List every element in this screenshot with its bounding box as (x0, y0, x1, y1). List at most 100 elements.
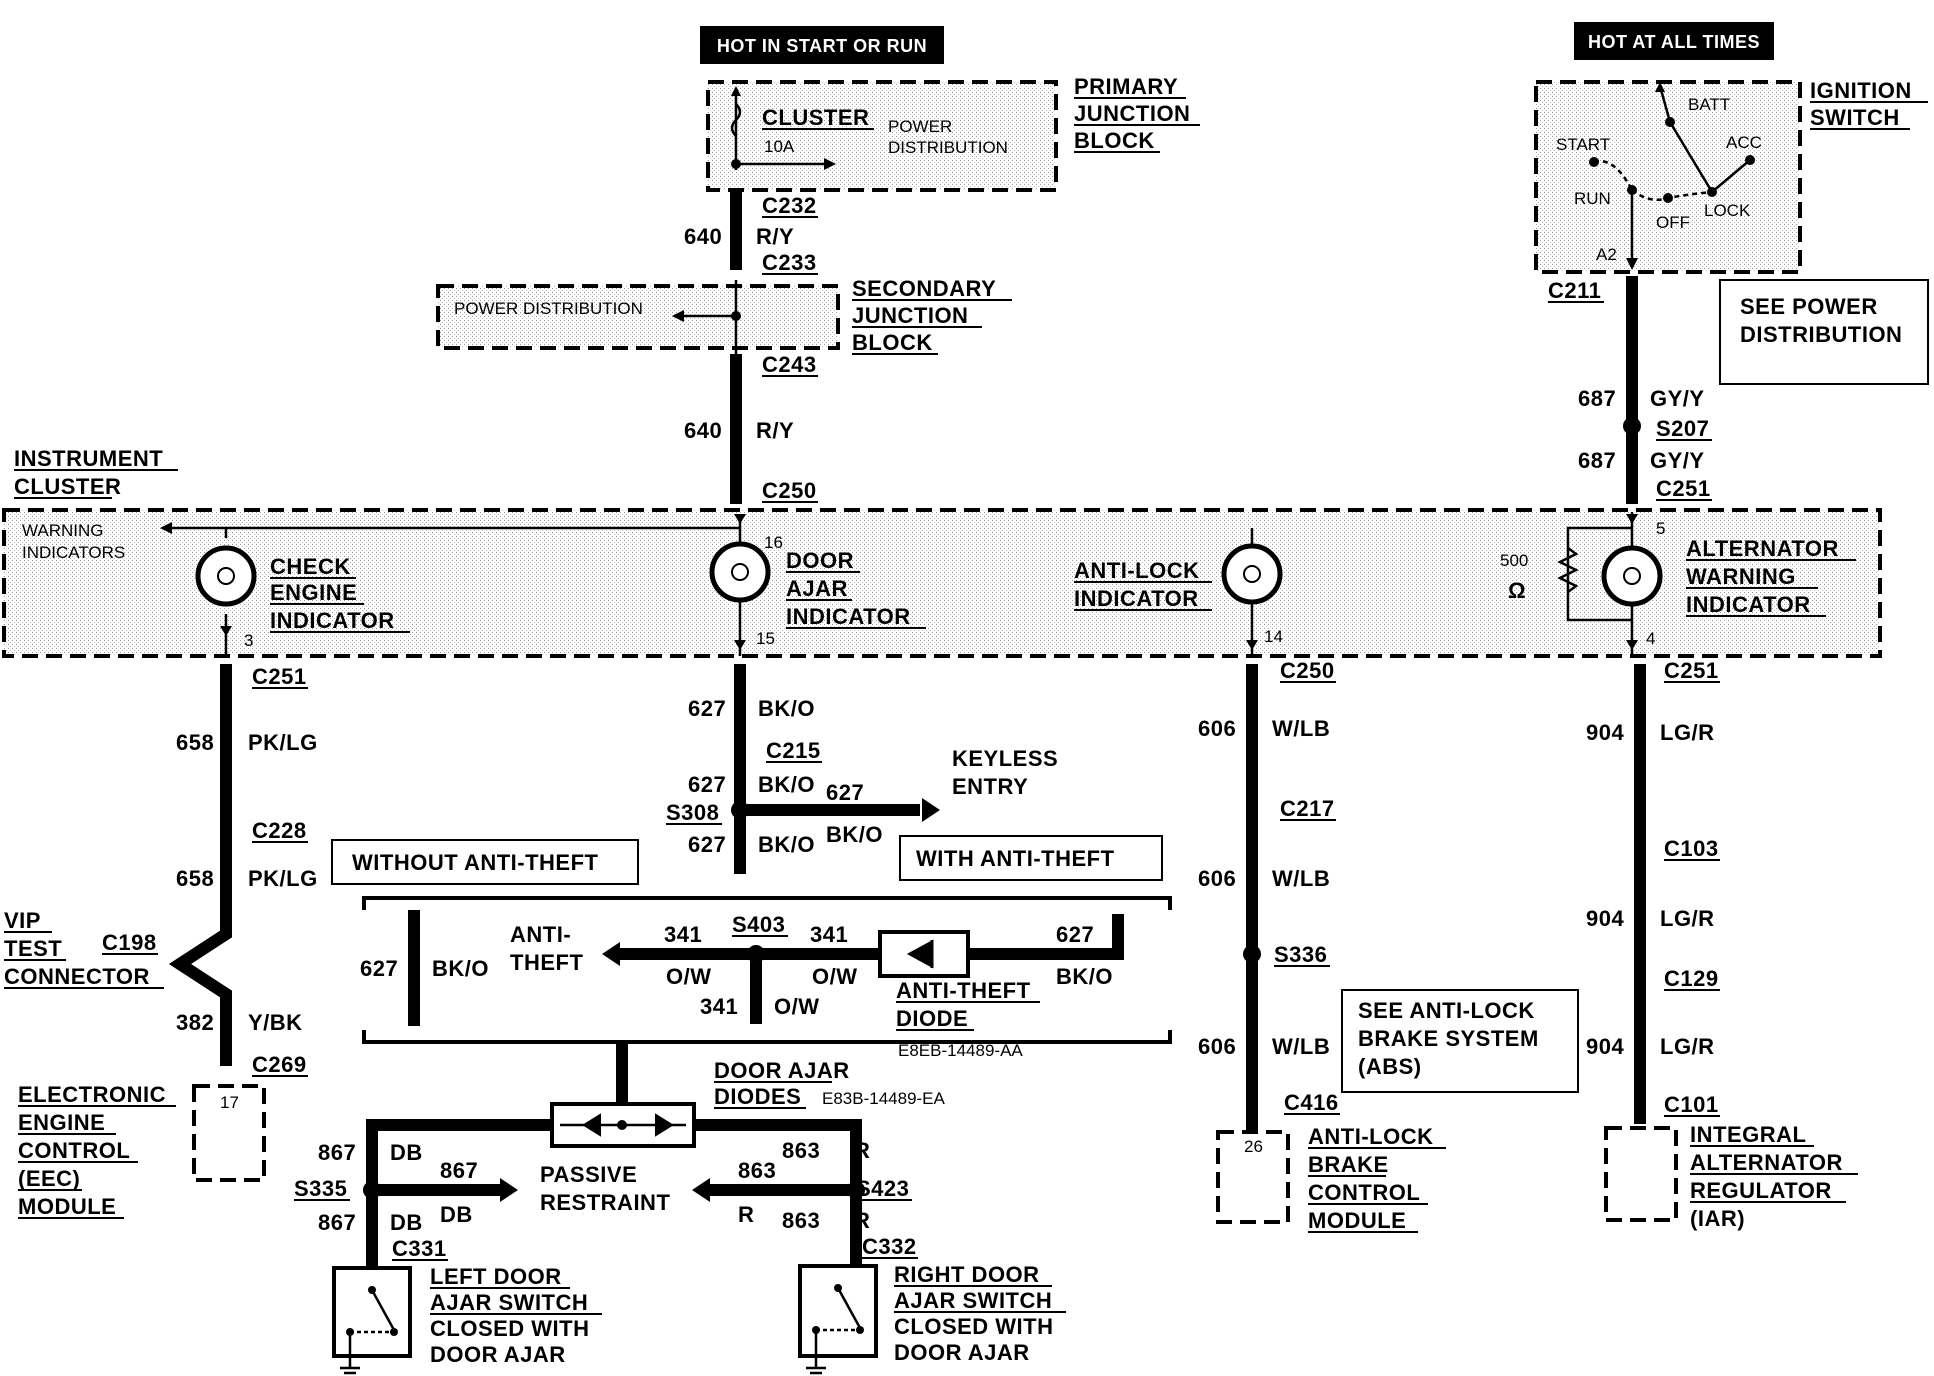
svg-text:WARNING: WARNING (1686, 564, 1796, 589)
svg-text:BK/O: BK/O (758, 832, 815, 857)
svg-text:627: 627 (688, 832, 726, 857)
svg-text:MODULE: MODULE (18, 1194, 116, 1219)
vip-test-connector: VIP TEST CONNECTOR (4, 908, 164, 989)
svg-text:DB: DB (390, 1210, 423, 1235)
svg-text:BK/O: BK/O (432, 956, 489, 981)
svg-text:LOCK: LOCK (1704, 201, 1751, 220)
svg-text:W/LB: W/LB (1272, 716, 1330, 741)
svg-text:RUN: RUN (1574, 189, 1611, 208)
svg-text:RESTRAINT: RESTRAINT (540, 1190, 670, 1215)
ignition-switch: BATT START ACC RUN OFF LOCK A2 IGNITION … (1534, 78, 1928, 274)
svg-text:START: START (1556, 135, 1610, 154)
svg-text:904: 904 (1586, 906, 1624, 931)
svg-text:C250: C250 (1280, 658, 1335, 683)
svg-text:C269: C269 (252, 1052, 307, 1077)
svg-text:(ABS): (ABS) (1358, 1054, 1422, 1079)
svg-text:ENTRY: ENTRY (952, 774, 1028, 799)
wire-658-branch: C251 658 PK/LG C228 658 PK/LG C198 382 Y… (102, 664, 318, 1077)
svg-text:341: 341 (664, 922, 702, 947)
svg-text:INDICATOR: INDICATOR (1686, 592, 1811, 617)
svg-text:GY/Y: GY/Y (1650, 386, 1705, 411)
svg-text:INDICATOR: INDICATOR (786, 604, 911, 629)
header-hot-start-run: HOT IN START OR RUN (700, 26, 944, 64)
eec-module: 17 ELECTRONIC ENGINE CONTROL (EEC) MODUL… (18, 1082, 266, 1219)
svg-text:382: 382 (176, 1010, 214, 1035)
svg-text:OFF: OFF (1656, 213, 1690, 232)
svg-text:MODULE: MODULE (1308, 1208, 1406, 1233)
svg-text:S308: S308 (666, 800, 719, 825)
svg-text:CLOSED WITH: CLOSED WITH (894, 1314, 1054, 1339)
svg-text:BRAKE: BRAKE (1308, 1152, 1389, 1177)
svg-text:606: 606 (1198, 866, 1236, 891)
svg-text:PASSIVE: PASSIVE (540, 1162, 637, 1187)
svg-text:863: 863 (738, 1158, 776, 1183)
svg-text:O/W: O/W (812, 964, 858, 989)
svg-text:341: 341 (700, 994, 738, 1019)
svg-text:627: 627 (360, 956, 398, 981)
svg-text:PK/LG: PK/LG (248, 730, 318, 755)
svg-text:3: 3 (244, 631, 253, 650)
svg-text:BK/O: BK/O (758, 696, 815, 721)
svg-text:HOT AT ALL TIMES: HOT AT ALL TIMES (1588, 32, 1760, 52)
svg-text:INDICATORS: INDICATORS (22, 543, 125, 562)
see-abs-box: SEE ANTI-LOCK BRAKE SYSTEM (ABS) (1341, 989, 1579, 1093)
svg-text:606: 606 (1198, 716, 1236, 741)
svg-text:867: 867 (318, 1140, 356, 1165)
wire-606-branch: C250 606 W/LB C217 606 W/LB S336 606 W/L… (1198, 658, 1340, 1130)
svg-text:341: 341 (810, 922, 848, 947)
svg-text:(IAR): (IAR) (1690, 1206, 1745, 1231)
svg-text:C198: C198 (102, 930, 157, 955)
svg-text:R/Y: R/Y (756, 418, 794, 443)
svg-text:C101: C101 (1664, 1092, 1719, 1117)
svg-text:C331: C331 (392, 1236, 447, 1261)
svg-text:C416: C416 (1284, 1090, 1339, 1115)
svg-text:W/LB: W/LB (1272, 1034, 1330, 1059)
svg-text:LG/R: LG/R (1660, 906, 1715, 931)
svg-text:ANTI-LOCK: ANTI-LOCK (1308, 1124, 1433, 1149)
svg-text:HOT IN START OR RUN: HOT IN START OR RUN (717, 36, 927, 56)
wire-640-upper: C232 640 R/Y C233 (684, 190, 818, 275)
svg-text:JUNCTION: JUNCTION (852, 303, 968, 328)
svg-text:S423: S423 (856, 1176, 909, 1201)
svg-text:C243: C243 (762, 352, 817, 377)
passive-restraint-circuit: PASSIVE RESTRAINT 867 DB 867 DB S335 867… (294, 1138, 918, 1261)
svg-text:CLUSTER: CLUSTER (14, 474, 121, 499)
svg-text:S335: S335 (294, 1176, 347, 1201)
svg-text:863: 863 (782, 1138, 820, 1163)
svg-text:DISTRIBUTION: DISTRIBUTION (1740, 322, 1902, 347)
svg-text:DOOR AJAR: DOOR AJAR (894, 1340, 1030, 1365)
svg-text:POWER: POWER (888, 117, 952, 136)
svg-text:KEYLESS: KEYLESS (952, 746, 1058, 771)
anti-lock-brake-control-module: 26 ANTI-LOCK BRAKE CONTROL MODULE (1216, 1124, 1446, 1233)
svg-text:R: R (854, 1208, 870, 1233)
svg-text:E8EB-14489-AA: E8EB-14489-AA (898, 1041, 1023, 1060)
svg-text:IGNITION: IGNITION (1810, 78, 1912, 103)
svg-text:O/W: O/W (666, 964, 712, 989)
svg-text:CHECK: CHECK (270, 554, 351, 579)
svg-text:687: 687 (1578, 448, 1616, 473)
svg-text:SECONDARY: SECONDARY (852, 276, 996, 301)
svg-text:658: 658 (176, 730, 214, 755)
svg-text:JUNCTION: JUNCTION (1074, 101, 1190, 126)
svg-text:W/LB: W/LB (1272, 866, 1330, 891)
svg-text:S403: S403 (732, 912, 785, 937)
svg-text:CONNECTOR: CONNECTOR (4, 964, 150, 989)
svg-text:INDICATOR: INDICATOR (1074, 586, 1199, 611)
svg-text:26: 26 (1244, 1137, 1263, 1156)
svg-text:15: 15 (756, 629, 775, 648)
svg-text:904: 904 (1586, 1034, 1624, 1059)
svg-text:10A: 10A (764, 137, 795, 156)
svg-text:PRIMARY: PRIMARY (1074, 74, 1178, 99)
svg-text:Y/BK: Y/BK (248, 1010, 303, 1035)
svg-text:BRAKE SYSTEM: BRAKE SYSTEM (1358, 1026, 1539, 1051)
door-ajar-diodes: DOOR AJAR DIODES E83B-14489-EA (366, 1044, 946, 1280)
svg-text:627: 627 (826, 780, 864, 805)
svg-text:ACC: ACC (1726, 133, 1762, 152)
svg-text:DB: DB (440, 1202, 473, 1227)
svg-text:CLUSTER: CLUSTER (762, 105, 869, 130)
svg-text:AJAR SWITCH: AJAR SWITCH (430, 1290, 588, 1315)
svg-text:DIODES: DIODES (714, 1084, 801, 1109)
svg-text:DOOR AJAR: DOOR AJAR (430, 1342, 566, 1367)
svg-text:(EEC): (EEC) (18, 1166, 80, 1191)
left-door-ajar-switch: LEFT DOOR AJAR SWITCH CLOSED WITH DOOR A… (332, 1264, 602, 1375)
